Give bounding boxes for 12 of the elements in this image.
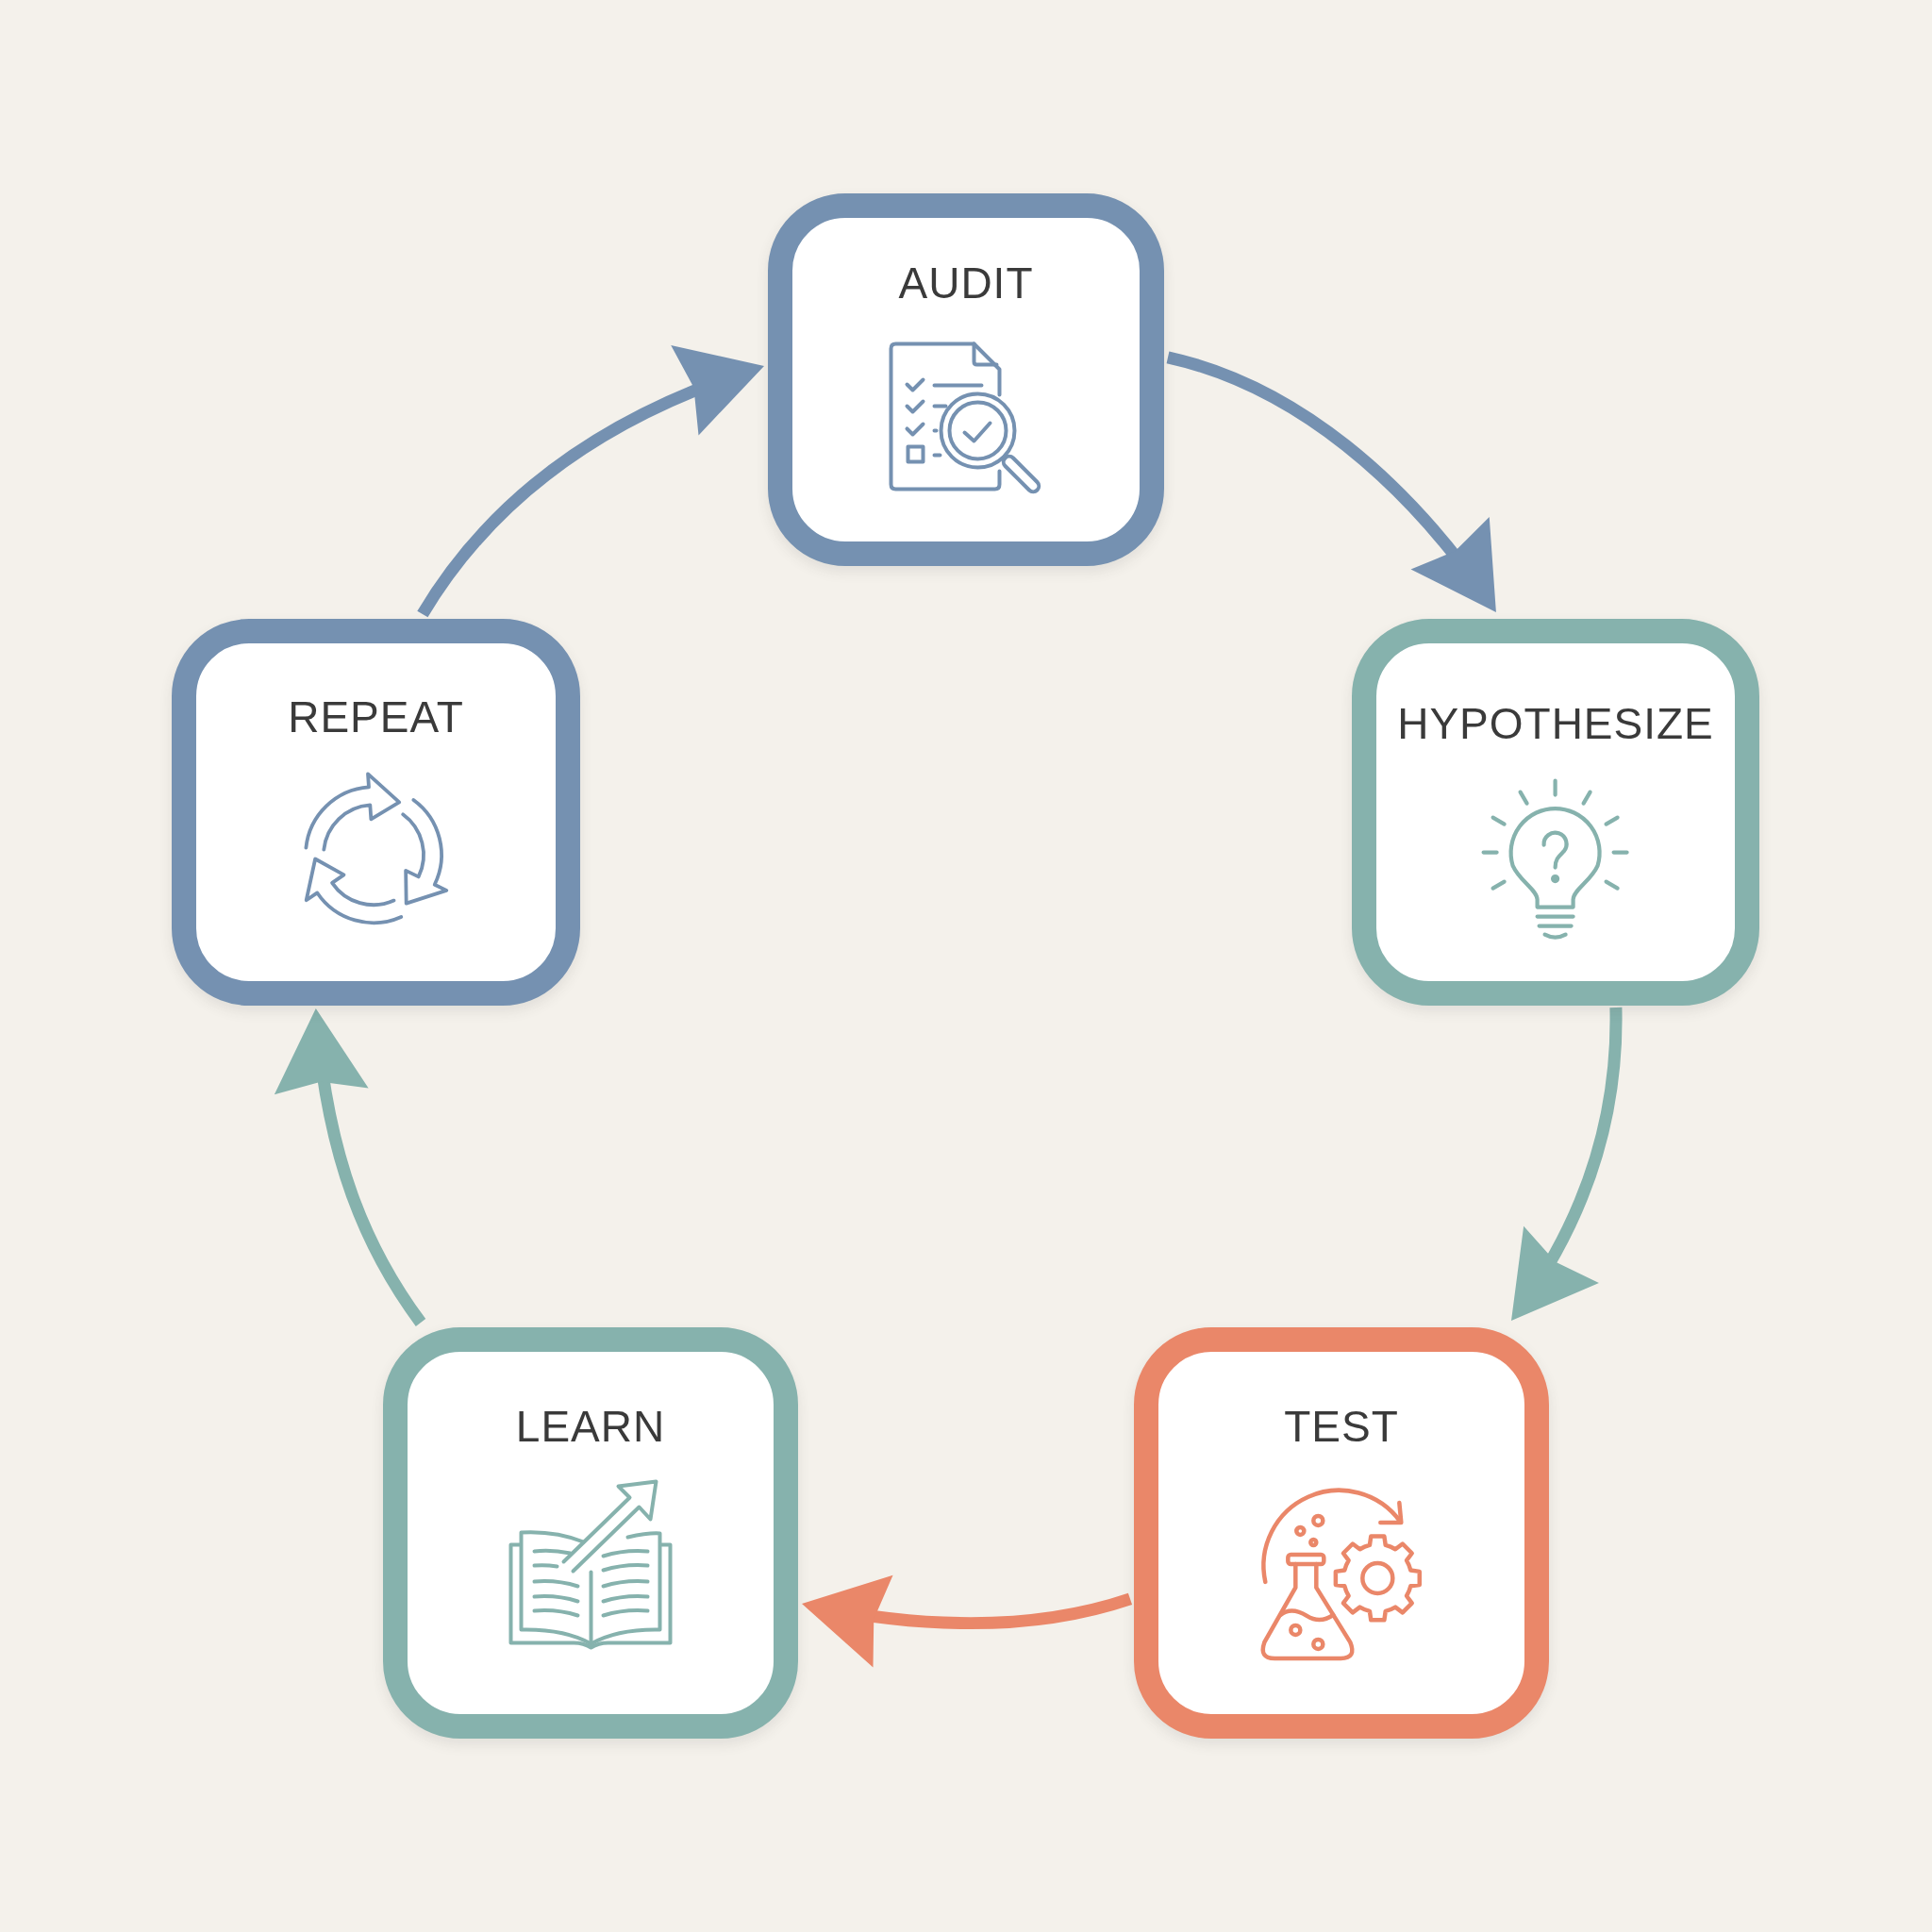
step-label: REPEAT bbox=[288, 691, 464, 743]
step-box bbox=[383, 1327, 798, 1739]
step-box bbox=[172, 619, 580, 1006]
step-label: TEST bbox=[1284, 1401, 1399, 1453]
step-box bbox=[1134, 1327, 1549, 1739]
step-label: LEARN bbox=[515, 1401, 666, 1453]
step-label: HYPOTHESIZE bbox=[1397, 698, 1714, 750]
step-box bbox=[1352, 619, 1759, 1006]
step-label: AUDIT bbox=[898, 258, 1034, 309]
curved-arrow bbox=[800, 1574, 1132, 1667]
curved-arrow bbox=[275, 1008, 426, 1326]
step-box bbox=[768, 193, 1164, 566]
